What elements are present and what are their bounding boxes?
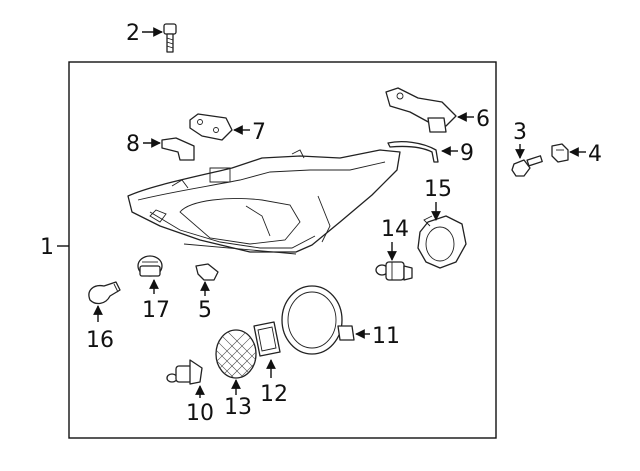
- callout-4: 4: [569, 142, 602, 167]
- part-12-gasket: [253, 321, 281, 357]
- callout-11: 11: [355, 324, 400, 349]
- callout-12: 12: [260, 359, 288, 407]
- part-16-bulb: [88, 281, 121, 305]
- callout-label-8: 8: [126, 132, 140, 157]
- part-11-retaining-ring: [281, 285, 355, 355]
- callout-label-12: 12: [260, 382, 288, 407]
- callout-1: 1: [40, 235, 69, 260]
- callout-14: 14: [381, 217, 409, 261]
- headlamp-housing: [127, 149, 401, 255]
- assembly-frame: [68, 61, 497, 439]
- part-8-bracket: [161, 137, 195, 161]
- part-7-bracket: [189, 113, 233, 141]
- part-2-bolt: [163, 23, 177, 53]
- callout-3: 3: [513, 120, 527, 159]
- callout-label-2: 2: [126, 21, 140, 46]
- callout-label-13: 13: [224, 395, 252, 420]
- callout-label-1: 1: [40, 235, 54, 260]
- callout-8: 8: [126, 132, 161, 157]
- callout-2: 2: [126, 21, 163, 46]
- callout-label-15: 15: [424, 177, 452, 202]
- callout-label-11: 11: [372, 324, 400, 349]
- part-3-screw: [511, 155, 543, 177]
- callout-16: 16: [86, 305, 114, 353]
- part-14-bulb: [375, 261, 413, 281]
- part-13-mesh-shield: [215, 329, 257, 379]
- callout-label-3: 3: [513, 120, 527, 145]
- callout-label-17: 17: [142, 298, 170, 323]
- callout-label-14: 14: [381, 217, 409, 242]
- callout-6: 6: [457, 107, 490, 132]
- part-9-seal: [387, 141, 439, 163]
- callout-label-6: 6: [476, 107, 490, 132]
- callout-9: 9: [441, 141, 474, 166]
- part-5-clip: [195, 263, 219, 281]
- part-4-clip: [551, 143, 569, 163]
- part-10-bulb: [166, 359, 203, 385]
- callout-label-9: 9: [460, 141, 474, 166]
- callout-10: 10: [186, 385, 214, 426]
- part-15-socket-housing: [417, 215, 467, 269]
- callout-label-4: 4: [588, 142, 602, 167]
- callout-5: 5: [198, 281, 212, 323]
- callout-15: 15: [424, 177, 452, 221]
- callout-17: 17: [142, 279, 170, 323]
- callout-7: 7: [233, 120, 266, 145]
- part-6-bracket: [385, 87, 457, 133]
- callout-label-16: 16: [86, 328, 114, 353]
- callout-label-5: 5: [198, 298, 212, 323]
- part-17-socket: [137, 255, 163, 277]
- callout-label-10: 10: [186, 401, 214, 426]
- callout-13: 13: [224, 379, 252, 420]
- callout-label-7: 7: [252, 120, 266, 145]
